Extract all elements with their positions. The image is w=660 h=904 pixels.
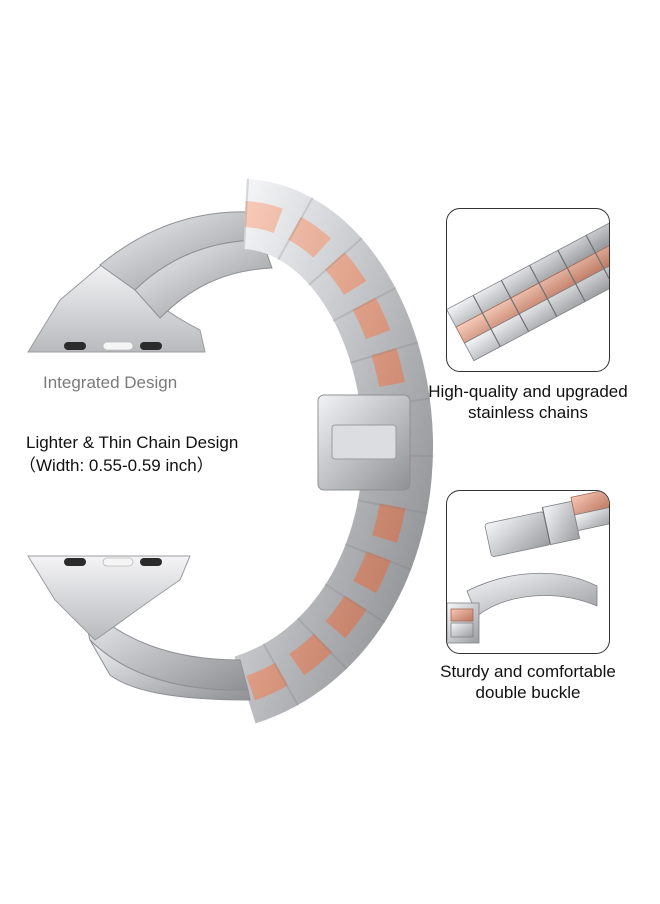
buckle-label: Sturdy and comfortable double buckle	[410, 661, 646, 703]
bottom-connector	[27, 555, 191, 641]
buckle-line-1: Sturdy and comfortable	[440, 662, 616, 681]
chain-detail-image	[447, 219, 609, 362]
width-label: （Width: 0.55-0.59 inch）	[19, 456, 214, 475]
lighter-design-label: Lighter & Thin Chain Design	[26, 433, 239, 452]
quality-line-1: High-quality and upgraded	[428, 382, 628, 401]
buckle-detail-inset	[446, 490, 610, 654]
integrated-design-label: Integrated Design	[43, 373, 178, 392]
buckle-detail-image	[447, 491, 609, 644]
quality-line-2: stainless chains	[467, 403, 588, 422]
chain-detail-inset	[446, 208, 610, 372]
buckle-line-2: double buckle	[475, 683, 581, 702]
quality-chain-label: High-quality and upgraded stainless chai…	[410, 381, 646, 423]
clasp	[317, 394, 411, 491]
bottom-links	[79, 598, 251, 701]
